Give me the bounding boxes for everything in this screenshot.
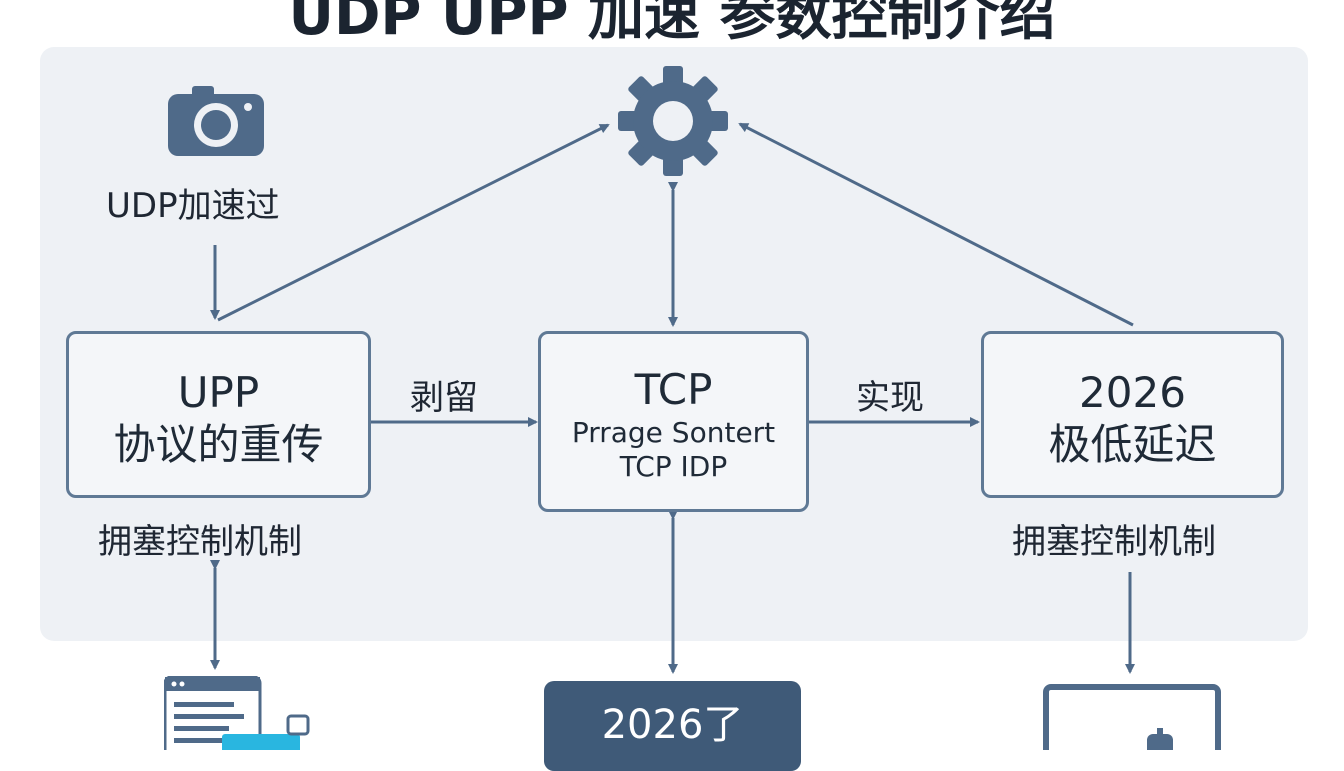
edge-label-left: 剥留: [410, 378, 478, 418]
edge-label-right: 实现: [856, 378, 924, 418]
bottom-year-tile: 2026了: [544, 681, 801, 771]
camera-icon: [166, 80, 266, 162]
arrow-2026-to-gear: [738, 122, 1134, 327]
latency-box: 2026 极低延迟: [981, 331, 1284, 498]
upp-box: UPP 协议的重传: [66, 331, 371, 498]
tcp-box-line3: TCP IDP: [619, 450, 728, 483]
connector-layer: [210, 122, 1135, 674]
below-label-right: 拥塞控制机制: [1012, 522, 1216, 562]
latency-box-title: 极低延迟: [1048, 420, 1217, 469]
gear-icon: [616, 64, 730, 182]
tcp-box-title: TCP: [634, 365, 713, 414]
latency-box-year: 2026: [1079, 368, 1186, 417]
tcp-box: TCP Prrage Sontert TCP IDP: [538, 331, 809, 512]
monitor-icon: [1043, 684, 1221, 771]
camera-label: UDP加速过: [106, 186, 280, 226]
below-label-left: 拥塞控制机制: [98, 522, 302, 562]
arrow-upp-to-gear: [217, 123, 610, 322]
upp-box-title: UPP: [177, 368, 260, 417]
page-title: UDP UPP 加速 参数控制介绍: [288, 0, 1056, 48]
tcp-box-line2: Prrage Sontert: [571, 416, 776, 449]
upp-box-subtitle: 协议的重传: [113, 420, 324, 469]
document-icon: [163, 675, 314, 759]
